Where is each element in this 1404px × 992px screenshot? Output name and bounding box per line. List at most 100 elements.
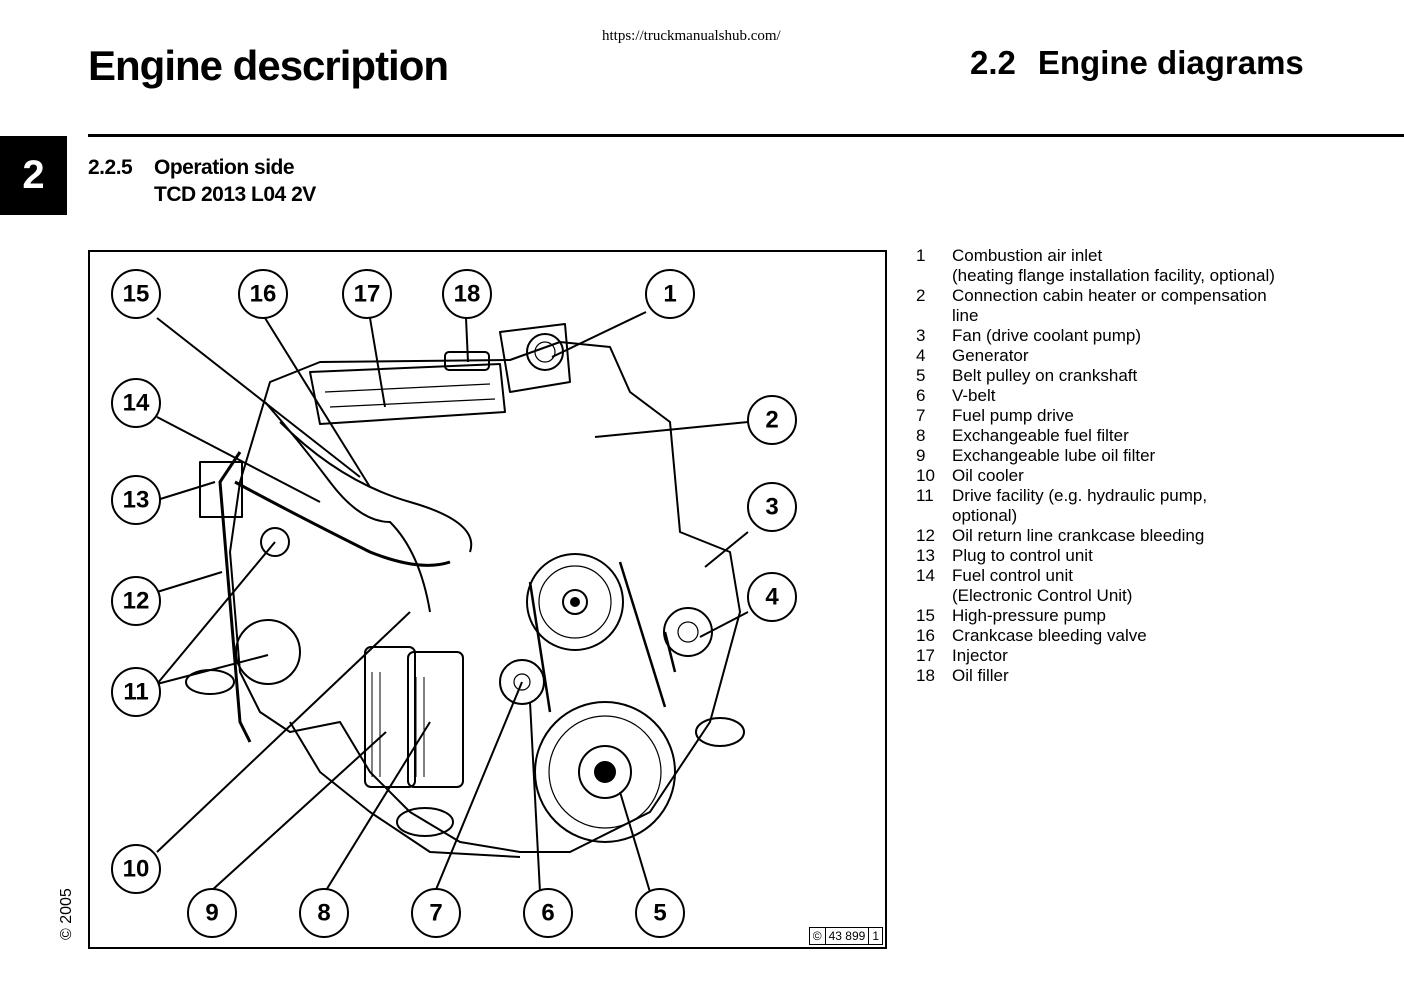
fan-pulley: [526, 553, 624, 651]
v-belt: [528, 561, 677, 713]
section-number: 2.2: [970, 44, 1016, 81]
page-title: Engine description: [88, 42, 449, 89]
callout-16: [238, 269, 288, 319]
legend-text: Crankcase bleeding valve: [952, 626, 1147, 645]
callout-4: [747, 572, 797, 622]
legend-number: 13: [916, 546, 935, 565]
callout-label: 9: [205, 900, 218, 927]
engine-drawing: [185, 323, 745, 858]
callout-17: [342, 269, 392, 319]
callout-label: 14: [123, 390, 150, 417]
legend-text: High-pressure pump: [952, 606, 1107, 625]
legend-number: 1: [916, 246, 926, 265]
callout-label: 16: [250, 281, 277, 308]
callout-label: 11: [123, 679, 148, 706]
figure-code-symbol: ©: [812, 929, 822, 943]
callout-6: [523, 888, 573, 938]
callout-label: 3: [765, 494, 778, 521]
callouts: [111, 269, 797, 938]
subsection-title: Operation side: [154, 156, 295, 179]
callout-13: [111, 475, 161, 525]
legend-text: Exchangeable lube oil filter: [952, 446, 1156, 465]
subsection-heading: 2.2.5 Operation side TCD 2013 L04 2V: [88, 154, 316, 208]
legend-number: 16: [916, 626, 935, 645]
chapter-tab: 2: [0, 136, 67, 215]
legend-text: Generator: [952, 346, 1029, 365]
legend-number: 2: [916, 286, 926, 305]
air-inlet: [499, 323, 571, 393]
legend-number: 18: [916, 666, 935, 685]
legend-text: Fuel pump drive: [952, 406, 1074, 425]
legend-text: V-belt: [952, 386, 996, 405]
section-title-text: Engine diagrams: [1037, 44, 1304, 81]
leader-lines: [156, 311, 749, 893]
legend-subtext: line: [952, 306, 979, 325]
callout-label: 18: [454, 281, 481, 308]
legend-item: 14 Fuel control unit(Electronic Control U…: [916, 566, 1296, 606]
legend-number: 5: [916, 366, 926, 385]
callout-7: [411, 888, 461, 938]
legend-number: 10: [916, 466, 935, 485]
legend-subtext: (heating flange installation facility, o…: [952, 266, 1275, 285]
callout-numbers: 15 16 17 18 1 14 2 13 3 12 4 11 10 9 8 7…: [123, 281, 780, 927]
header-rule: [88, 134, 1404, 137]
figure-code: © 43 899 1: [808, 927, 883, 945]
callout-9: [187, 888, 237, 938]
valve-cover: [309, 363, 506, 425]
legend-text: Oil cooler: [952, 466, 1024, 485]
oil-pan: [289, 721, 521, 858]
legend-text: Oil filler: [952, 666, 1009, 685]
engine-model: TCD 2013 L04 2V: [154, 183, 316, 206]
mount-right: [695, 717, 745, 747]
legend-item: 7 Fuel pump drive: [916, 406, 1296, 426]
callout-label: 7: [429, 900, 442, 927]
section-title: 2.2 Engine diagrams: [970, 44, 1304, 82]
legend-text: Oil return line crankcase bleeding: [952, 526, 1205, 545]
legend-text: Belt pulley on crankshaft: [952, 366, 1138, 385]
callout-1: [645, 269, 695, 319]
callout-label: 13: [123, 487, 150, 514]
legend-number: 14: [916, 566, 935, 585]
generator: [663, 607, 713, 657]
legend-number: 7: [916, 406, 926, 425]
legend-text: Fuel control unit: [952, 566, 1073, 585]
callout-8: [299, 888, 349, 938]
legend-subtext: (Electronic Control Unit): [952, 586, 1133, 605]
legend-number: 3: [916, 326, 926, 345]
legend-item: 4 Generator: [916, 346, 1296, 366]
legend-text: Exchangeable fuel filter: [952, 426, 1129, 445]
callout-label: 4: [765, 584, 779, 611]
callout-label: 12: [123, 588, 150, 615]
legend-number: 6: [916, 386, 926, 405]
legend-number: 17: [916, 646, 935, 665]
legend-item: 12 Oil return line crankcase bleeding: [916, 526, 1296, 546]
legend-number: 4: [916, 346, 926, 365]
callout-label: 5: [653, 900, 666, 927]
block-outline: [229, 341, 741, 853]
callout-label: 17: [354, 281, 381, 308]
legend-number: 12: [916, 526, 935, 545]
callout-12: [111, 576, 161, 626]
control-unit-plug: [199, 461, 243, 518]
callout-2: [747, 395, 797, 445]
mount-front: [396, 807, 454, 837]
callout-label: 1: [663, 281, 676, 308]
source-url: https://truckmanualshub.com/: [602, 28, 781, 44]
legend-text: Plug to control unit: [952, 546, 1093, 565]
callout-18: [442, 269, 492, 319]
legend-subtext: optional): [952, 506, 1018, 525]
figure-code-number: 43 899: [824, 928, 869, 944]
callout-14: [111, 378, 161, 428]
drive-facility: [235, 619, 301, 685]
engine-diagram: 15 16 17 18 1 14 2 13 3 12 4 11 10 9 8 7…: [88, 250, 887, 949]
subsection-number: 2.2.5: [88, 156, 133, 179]
figure-code-index: 1: [868, 928, 882, 944]
legend-text: Drive facility (e.g. hydraulic pump,: [952, 486, 1208, 505]
